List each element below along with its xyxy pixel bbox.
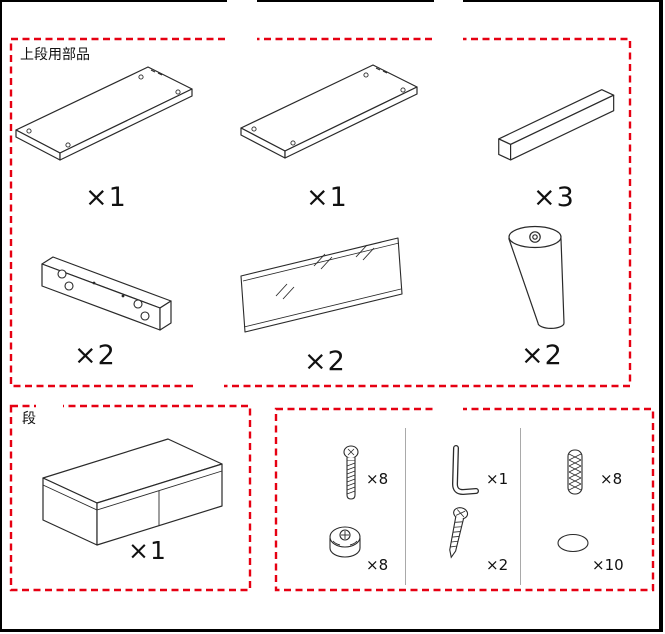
qty-label: ×8 (366, 470, 389, 488)
border-notch (227, 0, 257, 45)
tapered-leg-icon (504, 222, 574, 337)
qty-label: ×2 (304, 346, 346, 377)
qty-label: ×8 (366, 556, 389, 574)
drilled-board-icon (38, 240, 183, 340)
screw-icon (442, 506, 472, 564)
hardware-divider (405, 428, 406, 585)
threaded-dowel-icon (562, 446, 588, 498)
top-panel-2-icon (237, 58, 422, 170)
connecting-bolt-icon (336, 444, 366, 506)
qty-label: ×8 (600, 470, 623, 488)
cam-lock-icon (326, 522, 366, 564)
rail-board-icon (496, 84, 631, 172)
cover-cap-icon (556, 532, 590, 554)
hardware-divider (520, 428, 521, 585)
qty-label: ×2 (486, 556, 509, 574)
qty-label: ×1 (486, 470, 509, 488)
qty-label: ×1 (85, 182, 127, 213)
qty-label: ×2 (74, 340, 116, 371)
qty-label: ×3 (533, 182, 575, 213)
qty-label: ×10 (592, 556, 624, 574)
qty-label: ×2 (521, 340, 563, 371)
glass-shelf-icon (238, 234, 408, 339)
qty-label: ×1 (128, 536, 167, 565)
hex-key-icon (440, 444, 482, 500)
qty-label: ×1 (306, 182, 348, 213)
lower-parts-title: 段 (22, 411, 36, 427)
border-notch (196, 374, 224, 404)
border-notch (434, 0, 463, 42)
top-panel-1-icon (12, 60, 197, 172)
border-notch (36, 390, 63, 409)
border-notch (435, 392, 463, 424)
